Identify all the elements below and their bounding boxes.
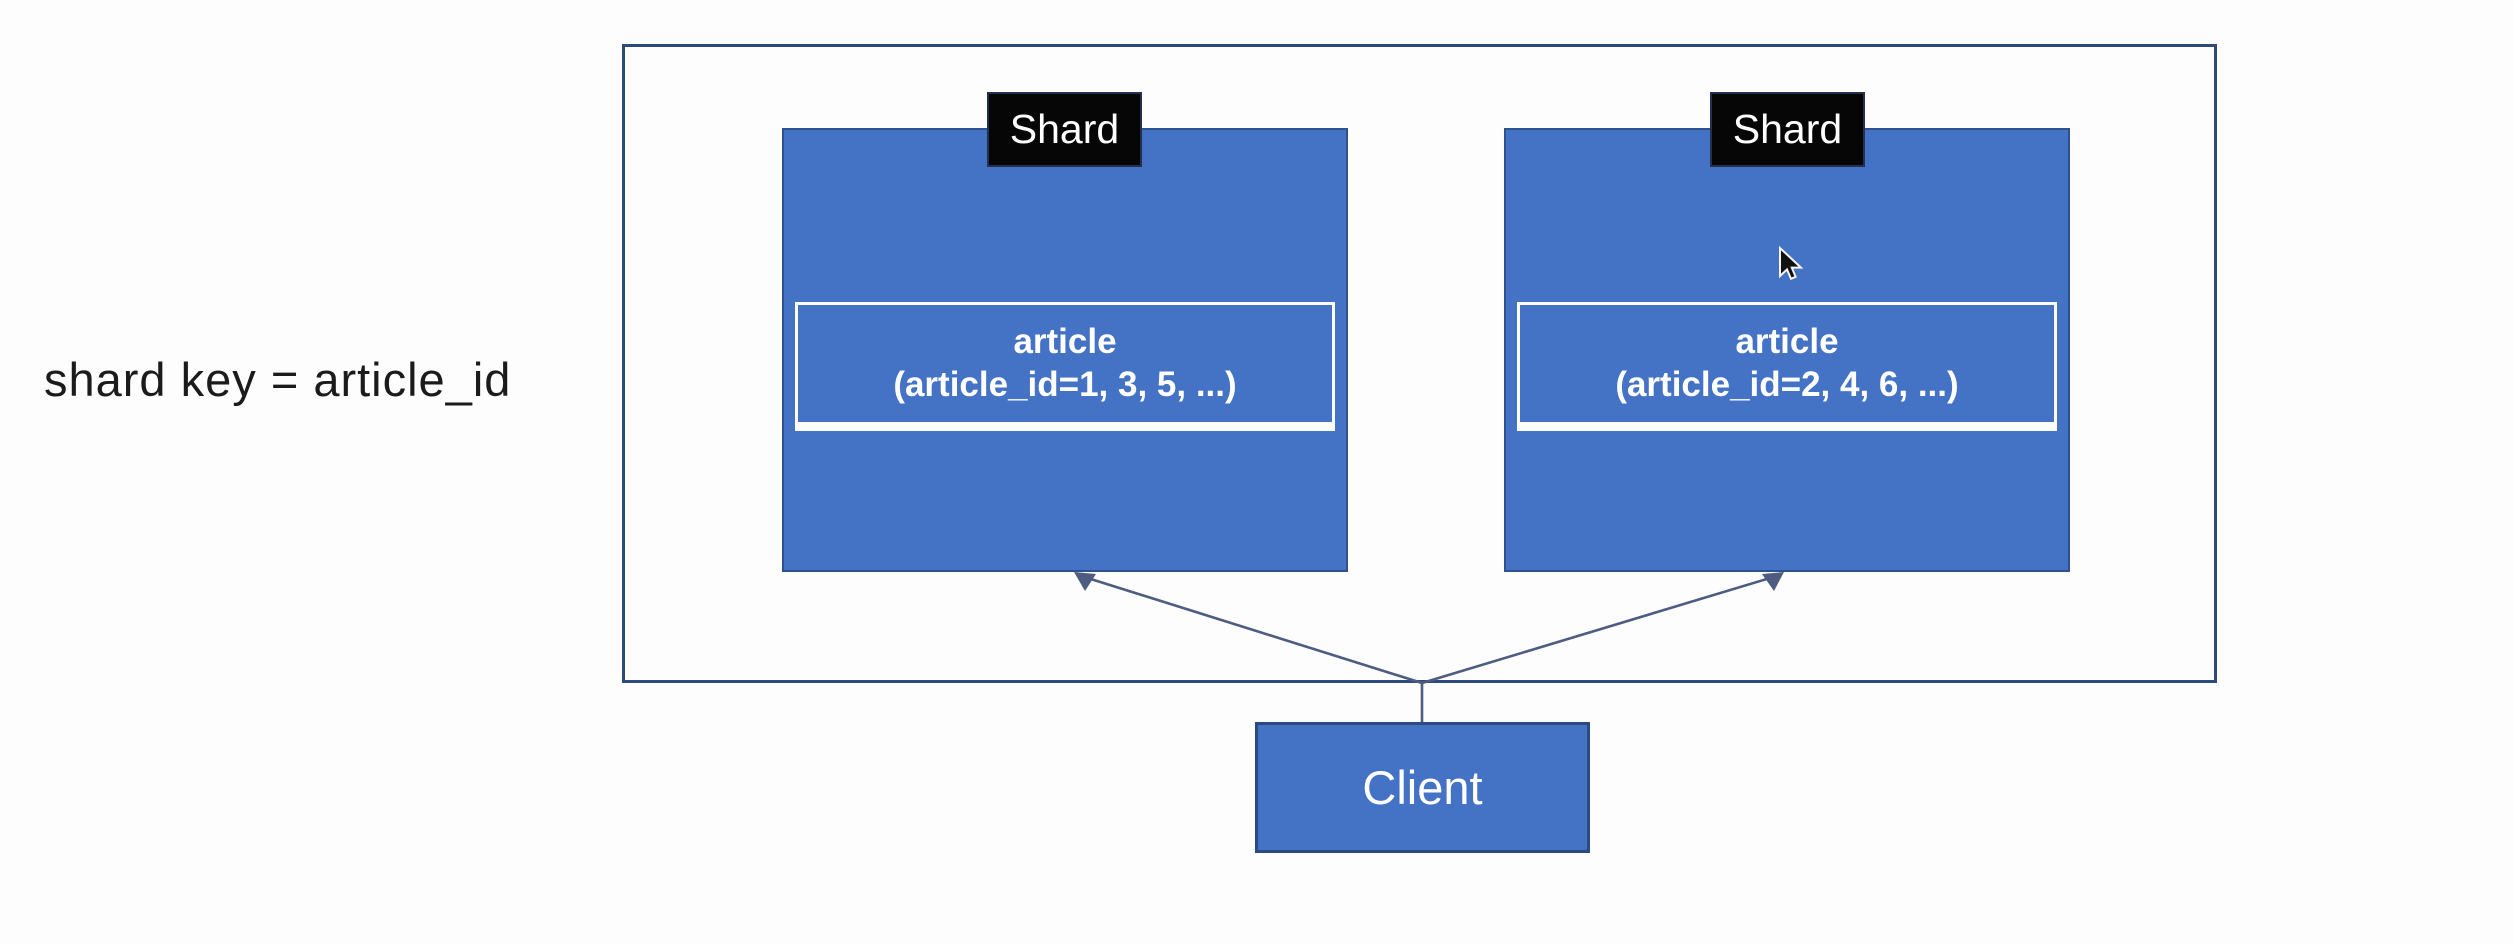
article-table-1: article (article_id=1, 3, 5, ...) — [795, 302, 1335, 431]
shard-key-annotation: shard key = article_id — [44, 353, 512, 406]
article-table-2-rows: (article_id=2, 4, 6, ...) — [1615, 364, 1959, 404]
shard-tag-2-label: Shard — [1732, 106, 1843, 152]
article-table-2-name: article — [1735, 321, 1839, 361]
client-box: Client — [1255, 722, 1590, 853]
client-label: Client — [1362, 761, 1483, 814]
shard-box-1 — [782, 128, 1348, 572]
article-table-1-rows: (article_id=1, 3, 5, ...) — [893, 364, 1237, 404]
shard-tag-1-label: Shard — [1009, 106, 1120, 152]
shard-tag-2: Shard — [1710, 92, 1865, 167]
article-table-2: article (article_id=2, 4, 6, ...) — [1517, 302, 2057, 431]
shard-tag-1: Shard — [987, 92, 1142, 167]
article-table-1-name: article — [1013, 321, 1117, 361]
